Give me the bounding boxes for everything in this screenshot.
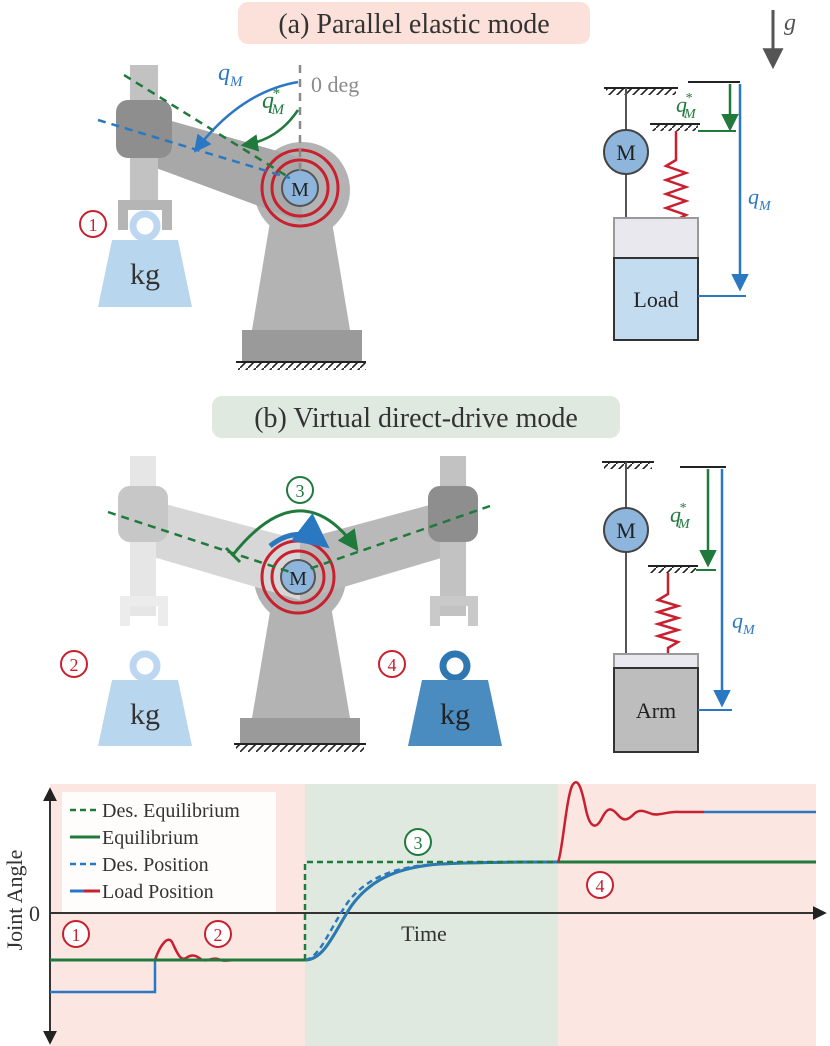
chart-marker-2: 2	[204, 920, 232, 948]
b-green-arc	[230, 509, 359, 557]
legend-item-des-equilibrium: Des. Equilibrium	[102, 800, 240, 822]
svg-text:3: 3	[414, 833, 423, 853]
svg-text:4: 4	[596, 876, 605, 896]
y-axis-label: Joint Angle	[2, 850, 27, 951]
b-dash-left	[107, 510, 291, 574]
robot-arm-b: M	[118, 456, 478, 752]
robot-arm-a: M	[116, 65, 366, 370]
motor-b-schem-label: M	[616, 518, 636, 543]
phase-bg-4	[558, 784, 816, 1046]
marker-2-b: 2	[60, 650, 88, 678]
svg-text:3: 3	[296, 481, 305, 501]
qM-star-arc-arrow	[240, 109, 300, 152]
legend-item-des-position: Des. Position	[102, 854, 209, 876]
chart: Joint Angle 0 Time Des. Equilibrium Equi…	[2, 781, 827, 1046]
motor-b-label: M	[289, 568, 307, 590]
qM-star-label-a: q*M	[262, 86, 286, 118]
load-box-label: Load	[633, 287, 678, 312]
arm-box	[613, 667, 699, 753]
panel-a: (a) Parallel elastic mode g M	[79, 2, 796, 370]
chart-marker-1: 1	[62, 920, 90, 948]
marker-4-b: 4	[378, 650, 406, 678]
b-dash-right	[305, 504, 491, 572]
legend-item-load-position: Load Position	[102, 881, 214, 903]
panel-b-title-bg	[212, 396, 620, 438]
legend: Des. Equilibrium Equilibrium Des. Positi…	[62, 792, 276, 912]
weight-b-dark-label: kg	[440, 698, 470, 731]
svg-text:2: 2	[70, 655, 79, 675]
marker-3-b: 3	[286, 476, 314, 504]
y-zero-label: 0	[29, 901, 40, 926]
svg-text:2: 2	[214, 925, 223, 945]
series-load-position-red-4	[556, 781, 704, 863]
legend-item-equilibrium: Equilibrium	[102, 827, 199, 849]
schematic-b: M Arm q*M qM	[602, 461, 756, 753]
load-box	[613, 257, 699, 341]
weight-b-light-label: kg	[130, 698, 160, 731]
svg-text:1: 1	[72, 925, 81, 945]
qM-star-dashed-line	[123, 73, 291, 180]
qM-star-label-schem-b: q*M	[670, 501, 691, 532]
svg-text:1: 1	[89, 215, 98, 235]
motor-b-icon	[280, 559, 316, 595]
marker-1-a: 1	[79, 210, 107, 238]
qM-label-schem-b: qM	[732, 608, 756, 638]
qM-label-a: qM	[218, 60, 244, 90]
chart-marker-4: 4	[586, 871, 614, 899]
series-load-position-blue-start	[50, 960, 157, 994]
motor-a-label: M	[291, 179, 309, 201]
qM-arc-arrow	[193, 80, 299, 153]
series-des-position	[304, 860, 559, 962]
schematic-a: M Load q*M qM	[603, 81, 772, 341]
qM-star-label-schem-a: q*M	[676, 91, 697, 122]
b-blue-arc	[268, 513, 330, 549]
zero-deg-label: 0 deg	[311, 72, 359, 97]
series-des-equilibrium	[303, 860, 558, 960]
motor-a-schem-label: M	[616, 140, 636, 165]
arm-box-label: Arm	[636, 698, 676, 723]
qM-label-schem-a: qM	[748, 184, 772, 214]
panel-b-title: (b) Virtual direct-drive mode	[254, 403, 578, 434]
panel-a-title: (a) Parallel elastic mode	[278, 9, 549, 40]
weight-b-dark: kg	[408, 650, 502, 746]
chart-marker-3: 3	[404, 828, 432, 856]
gravity-label: g	[784, 10, 796, 36]
weight-b-light: kg	[98, 650, 192, 746]
panel-a-title-bg	[238, 2, 590, 44]
weight-a-label: kg	[130, 258, 160, 291]
weight-a: kg	[98, 210, 192, 307]
x-axis-label: Time	[401, 921, 447, 946]
panel-b: (b) Virtual direct-drive mode M	[60, 396, 756, 753]
phase-bg-3	[305, 784, 558, 1046]
svg-text:4: 4	[388, 655, 397, 675]
